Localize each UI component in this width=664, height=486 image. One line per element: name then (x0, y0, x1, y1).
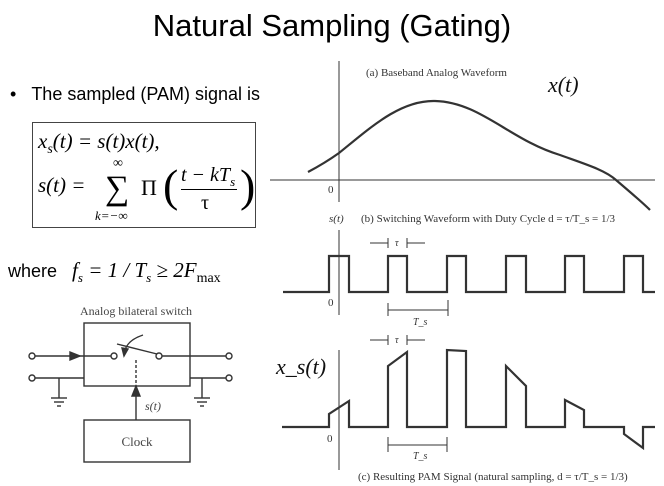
sampling-condition: fs = 1 / Ts ≥ 2Fmax (72, 258, 221, 287)
input-terminal (28, 352, 36, 360)
rect-function: Π (141, 175, 157, 200)
sum-upper: ∞ (113, 156, 123, 171)
plot-c-caption: (c) Resulting PAM Signal (natural sampli… (358, 471, 628, 483)
fraction-bar (181, 189, 237, 190)
plot-c-signal-label: x_s(t) (275, 354, 326, 379)
control-signal-label: s(t) (145, 399, 161, 413)
paren-right: ) (240, 160, 256, 211)
switching-waveform (283, 254, 655, 294)
arrow-icon (69, 350, 82, 362)
svg-text:0: 0 (328, 297, 334, 309)
clock-label: Clock (121, 434, 153, 449)
svg-text:T_s: T_s (413, 317, 428, 328)
sum-lower: k=−∞ (95, 208, 128, 223)
plot-a-caption: (a) Baseband Analog Waveform (366, 67, 507, 79)
svg-text:s(t): s(t) (329, 213, 344, 225)
switch-blade (116, 343, 158, 355)
formula-box: xs(t) = s(t)x(t), s(t) = ∞ ∑ k=−∞ Π ( ) … (32, 122, 256, 228)
analog-waveform (307, 99, 651, 211)
switch-circuit: Analog bilateral switch s(t) Clock (28, 304, 233, 463)
svg-text:τ: τ (395, 335, 399, 346)
svg-text:τ: τ (395, 238, 399, 249)
pam-signal (282, 348, 655, 451)
svg-text:0: 0 (327, 433, 333, 445)
slide-title: Natural Sampling (Gating) (152, 8, 512, 43)
output-ground-terminal (225, 374, 233, 382)
plot-c: τ T_s 0 x_s(t) (c) Resulting PAM Signal … (275, 335, 655, 483)
sum-symbol: ∑ (105, 170, 130, 207)
plot-a: (a) Baseband Analog Waveform x(t) 0 (270, 61, 655, 211)
switch-box (83, 322, 191, 387)
paren-left: ( (163, 160, 179, 211)
fraction-denominator: τ (201, 192, 210, 214)
plot-a-signal-label: x(t) (547, 72, 579, 97)
formula-line1: xs(t) = s(t)x(t), (38, 129, 160, 158)
switch-label: Analog bilateral switch (80, 304, 192, 318)
bullet-text: • The sampled (PAM) signal is (10, 84, 261, 104)
formula-line2-lhs: s(t) = (38, 173, 86, 197)
bullet-label: The sampled (PAM) signal is (31, 84, 261, 104)
output-terminal (225, 352, 233, 360)
clock-box (83, 419, 191, 463)
fraction-numerator: t − kTs (181, 164, 236, 189)
svg-text:0: 0 (328, 184, 334, 196)
plot-b: s(t) (b) Switching Waveform with Duty Cy… (283, 213, 655, 328)
where-clause: where fs = 1 / Ts ≥ 2Fmax (8, 258, 221, 287)
input-ground-terminal (28, 374, 36, 382)
plot-b-caption: (b) Switching Waveform with Duty Cycle d… (361, 213, 616, 225)
svg-text:T_s: T_s (413, 451, 428, 462)
